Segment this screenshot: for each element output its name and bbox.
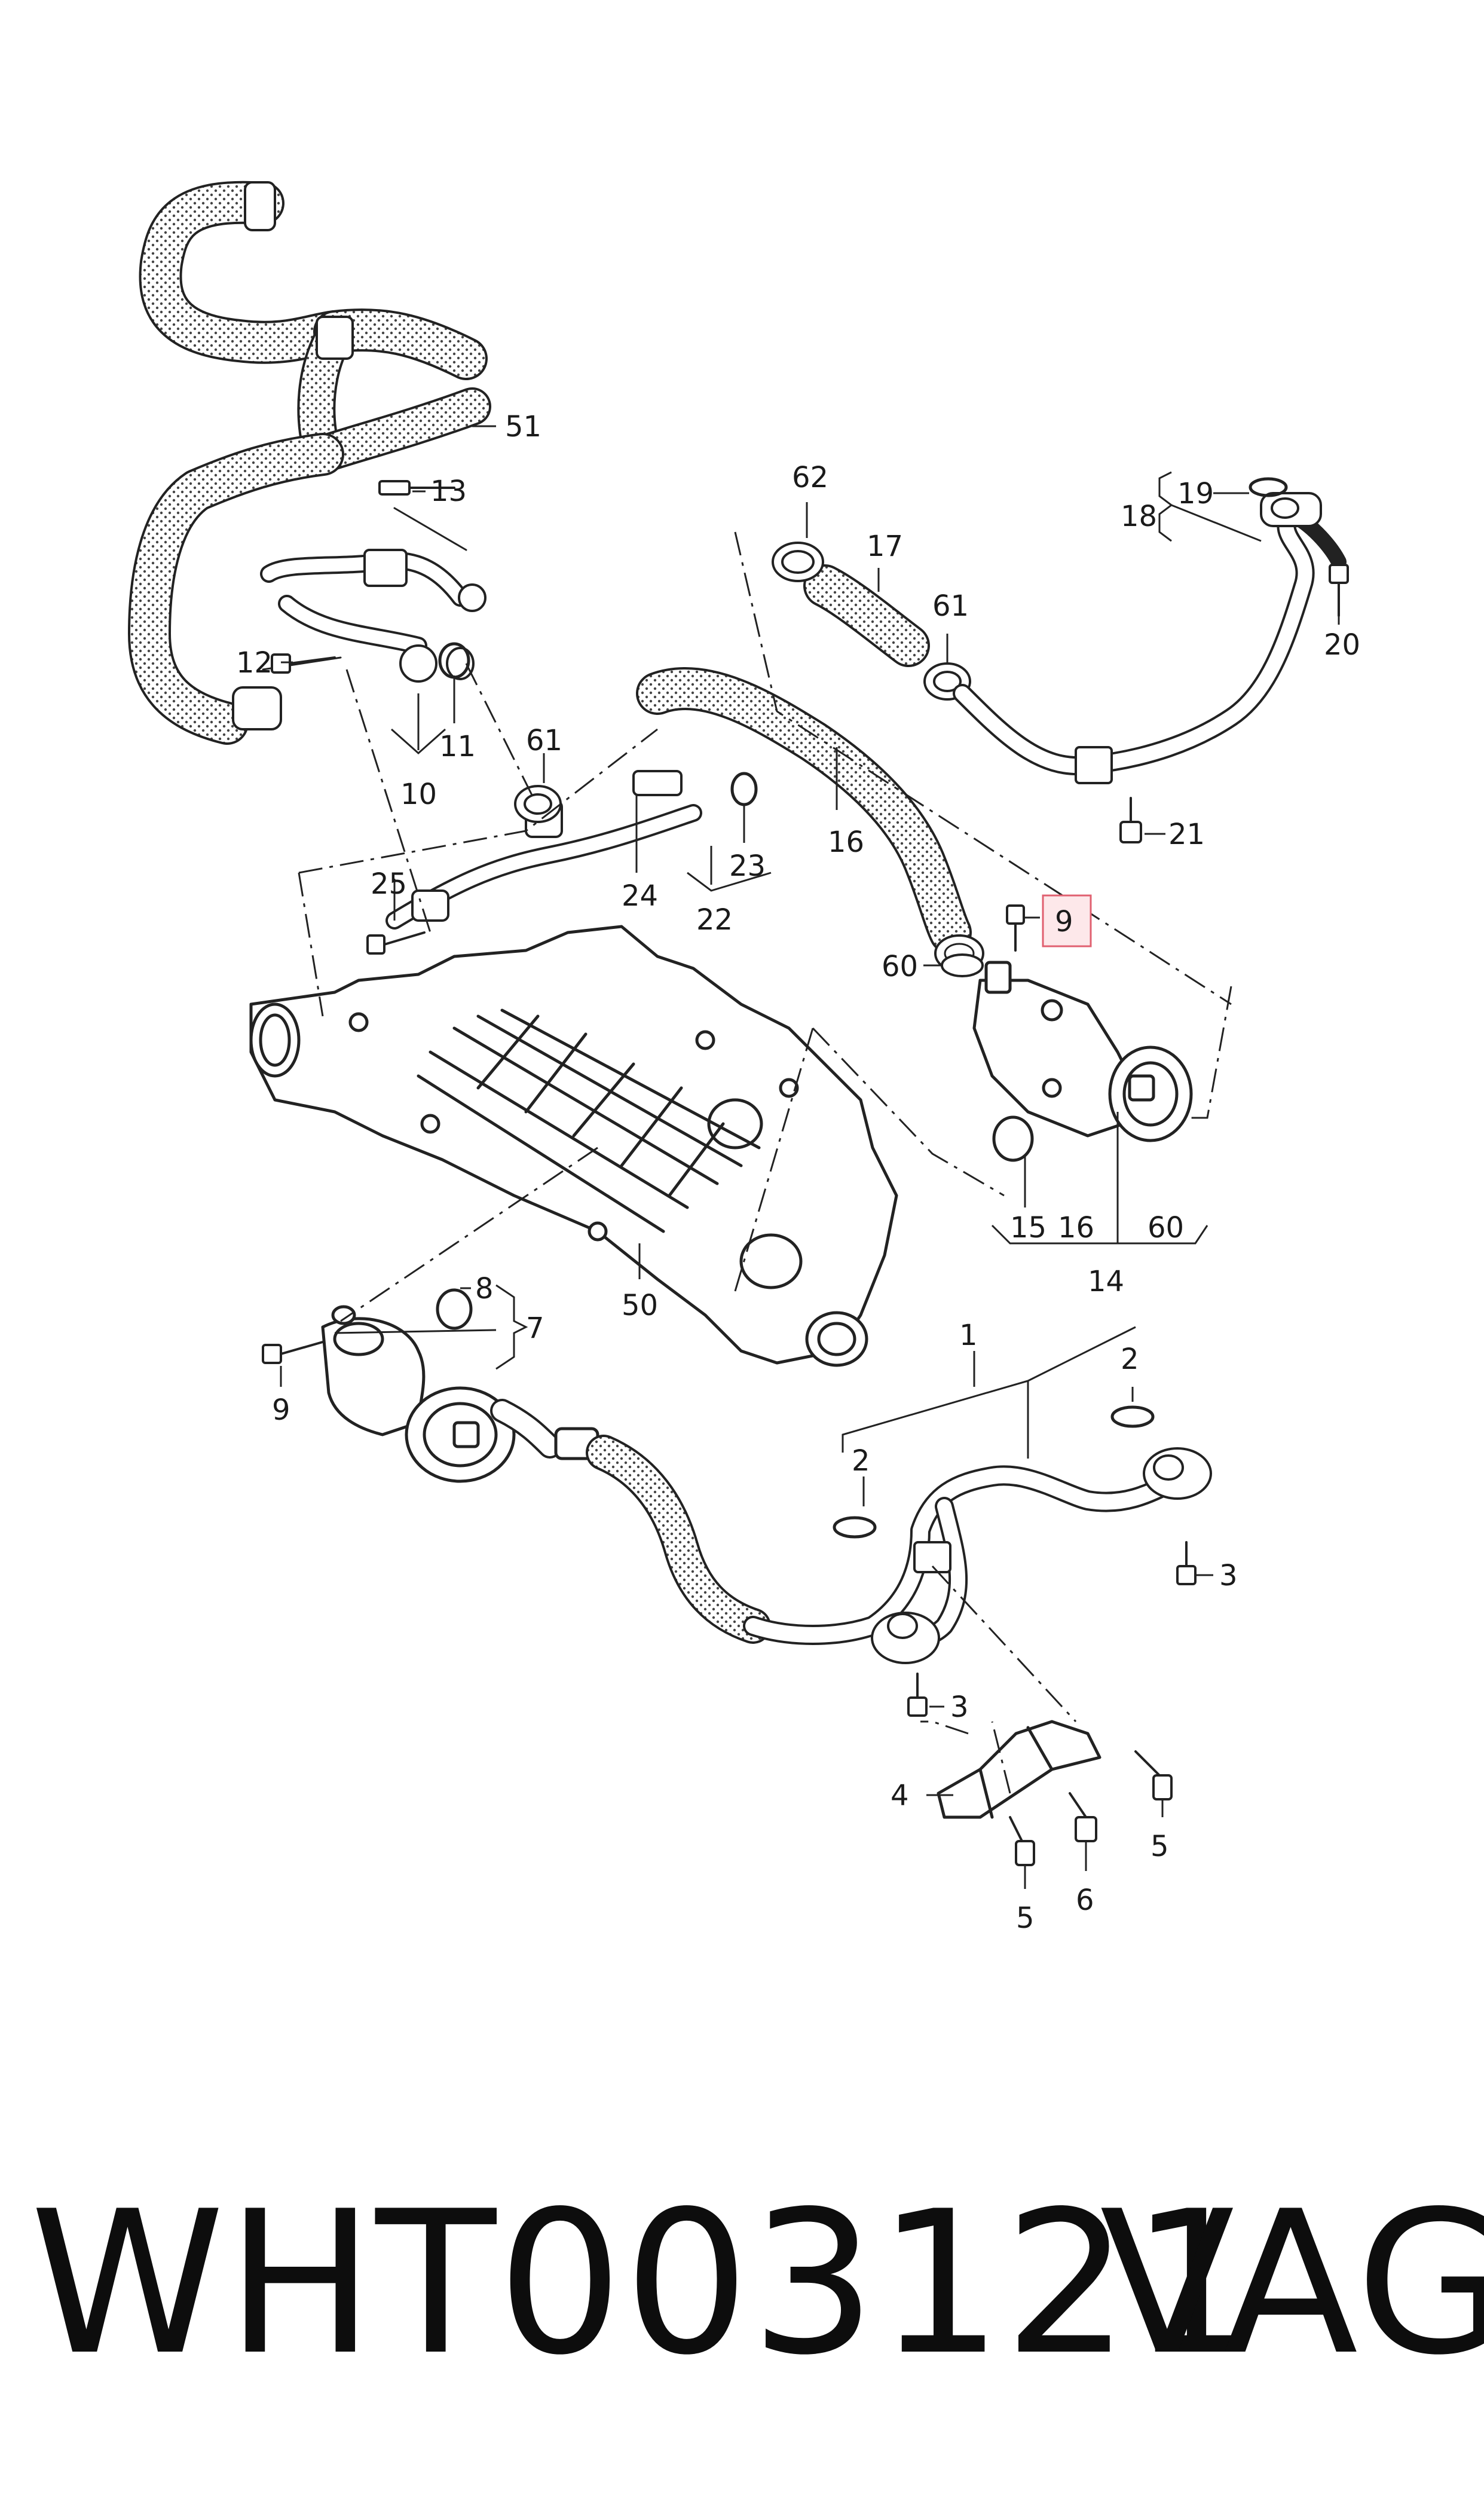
callout-3-left: 3 <box>950 1690 969 1724</box>
screw-21 <box>1119 797 1142 843</box>
coolant-pipe-10 <box>260 507 486 683</box>
pump-assembly-14 <box>972 961 1193 1142</box>
callout-9-lower: 9 <box>272 1393 290 1427</box>
callout-21: 21 <box>1168 818 1205 851</box>
callout-25: 25 <box>371 867 407 901</box>
screw-3-right <box>1176 1541 1197 1585</box>
coolant-hose-51 <box>128 181 491 745</box>
coolant-hose-17 <box>803 564 930 667</box>
callout-50: 50 <box>622 1289 658 1322</box>
clamp-62 <box>772 542 824 582</box>
callout-13: 13 <box>430 475 467 508</box>
screw-13 <box>378 480 455 496</box>
callout-2-right: 2 <box>1121 1343 1139 1376</box>
part-number: WHT003121 <box>30 2169 1257 2398</box>
callout-5-right: 5 <box>1151 1830 1169 1863</box>
callout-2-left: 2 <box>852 1444 870 1478</box>
screw-25 <box>366 931 426 955</box>
callout-20: 20 <box>1324 628 1360 662</box>
callout-7: 7 <box>526 1312 544 1345</box>
callout-6: 6 <box>1076 1884 1094 1917</box>
callout-22: 22 <box>696 903 733 937</box>
clamp-61-left <box>514 785 562 823</box>
highlight-box-9 <box>1042 894 1092 947</box>
callout-8: 8 <box>475 1272 494 1306</box>
coolant-pipe-1 <box>743 1405 1212 1664</box>
thermostat-7 <box>321 1288 473 1436</box>
o-ring-15 <box>992 1115 1034 1162</box>
callout-12: 12 <box>236 646 273 680</box>
coolant-housing-50 <box>249 925 898 1367</box>
brand-name: VAG <box>1100 2169 1484 2398</box>
callout-1: 1 <box>959 1319 978 1352</box>
screw-20 <box>1329 564 1349 617</box>
screw-9-lower <box>262 1341 324 1364</box>
callout-10: 10 <box>400 778 437 811</box>
callout-60-upper: 60 <box>882 950 918 983</box>
coolant-pipe-18 <box>953 477 1347 784</box>
callout-9-highlighted: 9 <box>1055 905 1073 938</box>
callout-17: 17 <box>867 530 903 563</box>
leader-lines <box>280 425 1340 1889</box>
callout-16-hose: 16 <box>828 826 864 859</box>
callout-24: 24 <box>622 879 658 913</box>
callout-labels: 51 13 12 11 10 61 25 24 23 22 16 62 17 6… <box>236 410 1360 1935</box>
callout-4: 4 <box>891 1779 909 1812</box>
bolt-5-right <box>1134 1750 1173 1800</box>
bracket-4 <box>937 1720 1101 1819</box>
coolant-pump-lower <box>405 1386 599 1483</box>
screw-12 <box>271 653 336 674</box>
clamp-60-upper <box>941 953 984 977</box>
callout-62: 62 <box>792 461 828 494</box>
callout-15: 15 <box>1010 1211 1047 1245</box>
callout-61-left: 61 <box>526 724 562 757</box>
callout-23: 23 <box>729 849 766 883</box>
callout-11: 11 <box>439 730 476 763</box>
callout-5-lower: 5 <box>1016 1901 1035 1935</box>
screw-3-left <box>907 1673 928 1717</box>
bolt-5-lower <box>1009 1816 1035 1866</box>
callout-19: 19 <box>1177 477 1214 510</box>
callout-16-assembly: 16 <box>1058 1211 1094 1245</box>
callout-51: 51 <box>505 410 541 444</box>
callout-14: 14 <box>1088 1265 1124 1298</box>
callout-3-right: 3 <box>1219 1559 1238 1592</box>
pipe-22 <box>385 770 758 930</box>
coolant-hose-lower <box>586 1435 771 1644</box>
exploded-parts-diagram: 51 13 12 11 10 61 25 24 23 22 16 62 17 6… <box>128 181 1360 1935</box>
callout-60-lower: 60 <box>1148 1211 1184 1245</box>
bolt-6 <box>1069 1792 1097 1842</box>
callout-61-right: 61 <box>932 589 969 623</box>
screw-9-upper <box>1006 904 1025 952</box>
callout-18: 18 <box>1121 500 1157 533</box>
